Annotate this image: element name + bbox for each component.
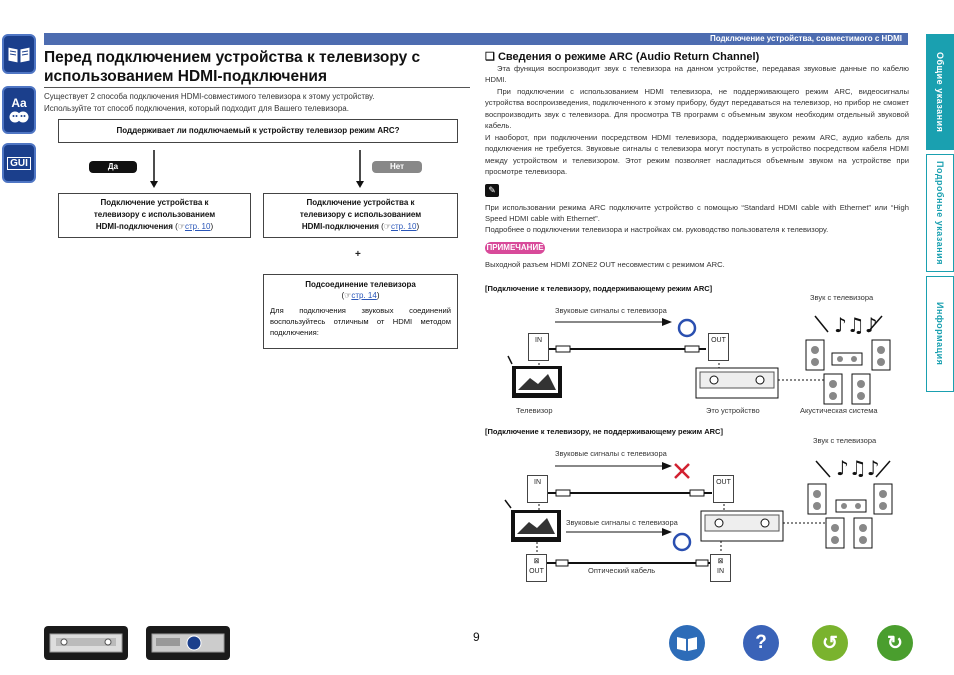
front-panel-icon [49, 633, 123, 653]
diagram2-hdmi-in-port: IN [527, 475, 548, 503]
glossary-tab[interactable]: Aa [2, 86, 36, 134]
svg-text:♪♫♪: ♪♫♪ [834, 313, 877, 337]
back-arrow-icon: ↺ [822, 632, 838, 654]
right-tab-detailed-label: Подробные указания [935, 161, 945, 265]
help-button[interactable]: ? [743, 625, 779, 661]
right-tab-general[interactable]: Общие указания [926, 34, 954, 150]
svg-text:♪♫♪: ♪♫♪ [836, 456, 879, 480]
page-ref-icon: ☞ [383, 222, 391, 231]
diagram2-title: [Подключение к телевизору, не поддержива… [485, 427, 723, 436]
diagram2-signal-label-bottom: Звуковые сигналы с телевизора [566, 518, 678, 527]
diagram2-port-in-label: IN [534, 479, 541, 486]
page-ref-icon: ☞ [344, 291, 352, 300]
page-ref-icon: ☞ [177, 222, 185, 231]
rear-panel-button[interactable] [146, 626, 230, 660]
diagram1-signal-label: Звуковые сигналы с телевизора [555, 306, 667, 315]
plus-sign: + [355, 249, 361, 260]
note-text: Выходной разъем HDMI ZONE2 OUT несовмест… [485, 260, 725, 269]
diagram2-hdmi-out-port: OUT [713, 475, 734, 503]
diagram2-optical-label: Оптический кабель [588, 566, 656, 575]
gui-icon: GUI [7, 156, 31, 170]
diagram1-hdmi-in-port: IN [528, 333, 549, 361]
diagram2-optical-out-port: ⊠ OUT [526, 554, 547, 582]
arc-paragraph-1: Эта функция воспроизводит звук с телевиз… [485, 64, 909, 85]
yes-box-line-1: Подключение устройства к [100, 198, 209, 207]
yes-box-line-3: HDMI-подключения [95, 222, 173, 231]
intro-line-1: Существует 2 способа подключения HDMI-со… [44, 92, 375, 101]
yes-pill: Да [89, 161, 137, 173]
tv-box-text: Для подключения звуковых соединений восп… [270, 306, 451, 337]
mask-icon [9, 111, 29, 123]
optical-port-icon: ⊠ [717, 558, 724, 565]
right-tab-detailed[interactable]: Подробные указания [926, 154, 954, 272]
diagram1-hdmi-out-port: OUT [708, 333, 729, 361]
diagram1-device-label: Это устройство [706, 406, 760, 415]
back-button[interactable]: ↺ [812, 625, 848, 661]
yes-box-line-2: телевизору с использованием [93, 210, 216, 219]
intro-line-2: Используйте тот способ подключения, кото… [44, 104, 349, 113]
page-number: 9 [473, 630, 480, 644]
arc-section-heading: ❏ Сведения о режиме ARC (Audio Return Ch… [485, 50, 759, 63]
diagram2-optical-in-port: ⊠ IN [710, 554, 731, 582]
forward-arrow-icon: ↻ [887, 632, 903, 654]
gui-tab[interactable]: GUI [2, 143, 36, 183]
book-icon [7, 46, 31, 64]
diagram1-port-in-label: IN [535, 337, 542, 344]
arc-paragraph-2: При подключении с использованием HDMI те… [485, 87, 909, 131]
arc-question-box: Поддерживает ли подключаемый к устройств… [58, 119, 458, 143]
forward-button[interactable]: ↻ [877, 625, 913, 661]
diagram1-title: [Подключение к телевизору, поддерживающе… [485, 284, 713, 293]
diagram2-opt-out-label: OUT [529, 568, 544, 575]
contents-book-button[interactable] [669, 625, 705, 661]
page-title: Перед подключением устройства к телевизо… [44, 49, 421, 85]
glossary-icon: Aa [11, 96, 27, 110]
note-badge: ПРИМЕЧАНИЕ [485, 242, 545, 254]
diagram1-tv-label: Телевизор [516, 406, 553, 415]
diagram1-speakers-label: Акустическая система [800, 406, 878, 415]
no-box-line-3: HDMI-подключения [301, 222, 379, 231]
question-mark-icon: ? [755, 632, 767, 653]
no-box-line-2: телевизору с использованием [299, 210, 422, 219]
checkbox-bullet-icon: ❏ [485, 51, 495, 63]
rear-panel-icon [151, 633, 225, 653]
intro-text: Существует 2 способа подключения HDMI-со… [44, 91, 470, 115]
diagram2-opt-in-label: IN [717, 568, 724, 575]
tv-page-link[interactable]: стр. 14 [351, 291, 377, 300]
yes-page-link[interactable]: стр. 10 [184, 222, 211, 231]
no-page-link[interactable]: стр. 10 [390, 222, 417, 231]
no-result-box: Подключение устройства к телевизору с ис… [263, 193, 458, 238]
arc-section-title: Сведения о режиме ARC (Audio Return Chan… [497, 51, 760, 63]
tv-connection-box: Подсоединение телевизора (☞стр. 14) Для … [263, 274, 458, 349]
right-tab-general-label: Общие указания [935, 51, 945, 133]
no-box-line-1: Подключение устройства к [306, 198, 415, 207]
optical-port-icon: ⊠ [533, 558, 540, 565]
book-icon [677, 637, 697, 651]
diagram2-sound-label: Звук с телевизора [813, 436, 877, 445]
yes-result-box: Подключение устройства к телевизору с ис… [58, 193, 251, 238]
contents-tab[interactable] [2, 34, 36, 74]
arc-note-1: При использовании режима ARC подключите … [485, 203, 909, 224]
diagram1-sound-label: Звук с телевизора [810, 293, 874, 302]
arc-paragraph-3: И наоборот, при подключении посредством … [485, 133, 909, 177]
front-panel-button[interactable] [44, 626, 128, 660]
section-header-bar: Подключение устройства, совместимого с H… [44, 33, 908, 45]
title-divider [44, 87, 470, 88]
tv-box-title: Подсоединение телевизора [305, 280, 416, 289]
right-tab-info[interactable]: Информация [926, 276, 954, 392]
pencil-note-icon: ✎ [485, 184, 499, 197]
no-pill: Нет [372, 161, 422, 173]
right-tab-info-label: Информация [935, 302, 945, 366]
diagram2-port-out-label: OUT [716, 479, 731, 486]
diagram2-signal-label-top: Звуковые сигналы с телевизора [555, 449, 667, 458]
arc-note-2: Подробнее о подключении телевизора и нас… [485, 225, 829, 234]
diagram1-port-out-label: OUT [711, 337, 726, 344]
